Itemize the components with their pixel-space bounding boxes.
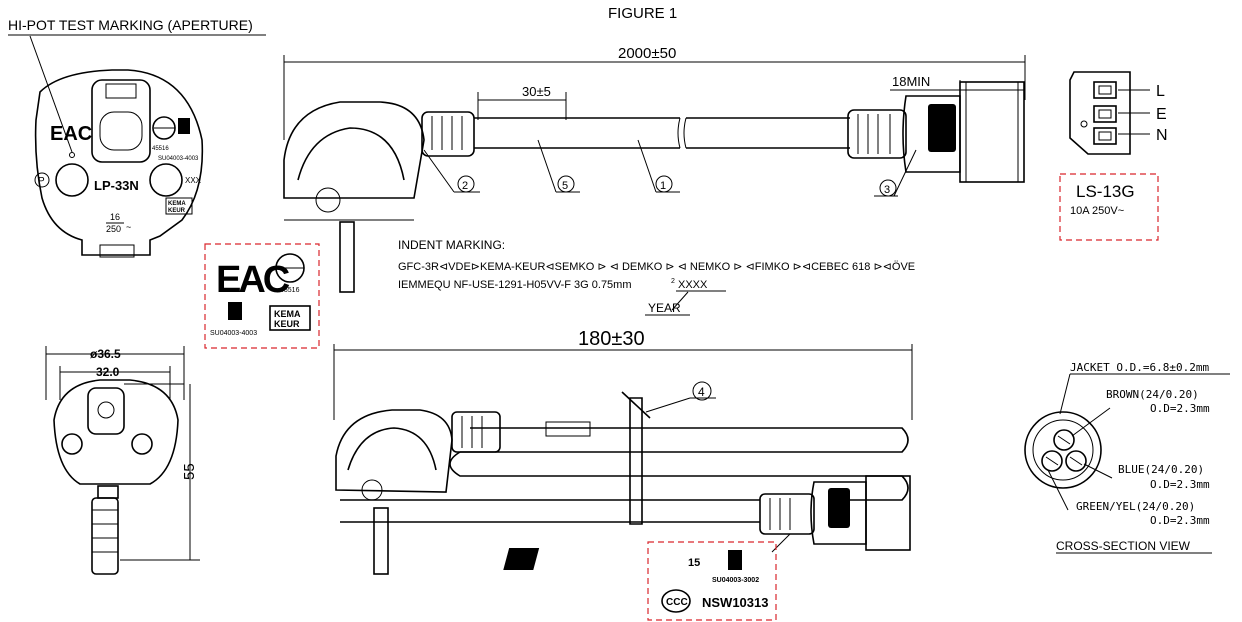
- cord-assembly: 2000±50 30±5 18MIN: [283, 45, 1026, 293]
- plug-rating-bottom: 250: [106, 224, 121, 234]
- cert-box-2: 15 SU04003-3002 CCC NSW10313: [503, 541, 777, 621]
- bundle-dim: 180±30: [578, 328, 645, 350]
- indent-xxxx: XXXX: [678, 279, 708, 291]
- cs-green: GREEN/YEL(24/0.20): [1076, 500, 1195, 513]
- box1-keur: KEUR: [274, 319, 300, 329]
- plug-eac-mark: EAC: [50, 123, 92, 145]
- indent-title: INDENT MARKING:: [398, 238, 505, 252]
- plug-kema-bottom: KEUR: [168, 208, 186, 214]
- plug-model: LP-33N: [94, 178, 139, 193]
- cs-brown-od: O.D=2.3mm: [1150, 402, 1210, 415]
- hipot-label: HI-POT TEST MARKING (APERTURE): [8, 17, 253, 33]
- callout-5: 5: [562, 180, 568, 192]
- connector-rating: 10A 250V~: [1070, 205, 1124, 217]
- indent-line2: IEMMEQU NF-USE-1291-H05VV-F 3G 0.75mm: [398, 279, 632, 291]
- plug-kc-code: SU04003-4003: [158, 156, 199, 162]
- box2-nsw: NSW10313: [702, 595, 768, 610]
- connector-model: LS-13G: [1076, 182, 1135, 201]
- cross-section-view: JACKET O.D.=6.8±0.2mm BROWN(24/0.20) O.D…: [1024, 361, 1230, 554]
- eac-large: EAC: [216, 259, 290, 301]
- year-label: YEAR: [648, 301, 681, 315]
- box1-num: 45516: [280, 287, 300, 294]
- strip-dim: 30±5: [522, 84, 551, 99]
- plug-p-mark: P: [38, 176, 45, 187]
- plug-dimension-view: ø36.5 32.0 55: [45, 346, 200, 575]
- indent-line1: GFC-3R⊲VDE⊳KEMA-KEUR⊲SEMKO ⊳ ⊲ DEMKO ⊳ ⊲…: [398, 261, 915, 273]
- cs-blue: BLUE(24/0.20): [1118, 463, 1204, 476]
- cs-green-od: O.D=2.3mm: [1150, 514, 1210, 527]
- cs-view-label: CROSS-SECTION VIEW: [1056, 539, 1191, 553]
- box2-code: SU04003-3002: [712, 577, 759, 584]
- min-dim: 18MIN: [892, 74, 930, 89]
- callout-2: 2: [462, 180, 468, 192]
- box1-code: SU04003-4003: [210, 330, 257, 337]
- indent-sup: 2: [671, 278, 675, 285]
- box1-kema: KEMA: [274, 309, 301, 319]
- callout-3: 3: [884, 184, 890, 196]
- bundled-cord-view: 180±30 4: [333, 328, 913, 575]
- ccc-mark: CCC: [666, 597, 688, 608]
- plug-rating-top: 16: [110, 212, 120, 222]
- figure-title: FIGURE 1: [608, 5, 677, 22]
- box2-15: 15: [688, 557, 700, 569]
- cs-blue-od: O.D=2.3mm: [1150, 478, 1210, 491]
- connector-face-view: L E N LS-13G 10A 250V~: [1059, 71, 1168, 241]
- pin-e: E: [1156, 106, 1167, 123]
- callout-4: 4: [698, 385, 705, 399]
- cs-brown: BROWN(24/0.20): [1106, 388, 1199, 401]
- pin-l: L: [1156, 83, 1165, 100]
- indent-marking: INDENT MARKING: GFC-3R⊲VDE⊳KEMA-KEUR⊲SEM…: [398, 238, 915, 316]
- dia-outer: ø36.5: [90, 347, 121, 361]
- pin-n: N: [1156, 127, 1168, 144]
- callout-1: 1: [660, 180, 666, 192]
- height-dim: 55: [181, 463, 198, 480]
- plug-cert-num: 45516: [152, 146, 169, 152]
- dia-inner: 32.0: [96, 365, 120, 379]
- plug-face-view: HI-POT TEST MARKING (APERTURE) EAC 45516…: [8, 17, 266, 258]
- cs-jacket: JACKET O.D.=6.8±0.2mm: [1070, 361, 1209, 374]
- length-dim: 2000±50: [618, 45, 676, 62]
- plug-rating-tilde: ~: [126, 222, 131, 232]
- plug-kema-top: KEMA: [168, 201, 186, 207]
- cert-box-1: EAC 45516 SU04003-4003 KEMA KEUR: [204, 243, 320, 349]
- plug-xxx: XXX: [185, 176, 202, 185]
